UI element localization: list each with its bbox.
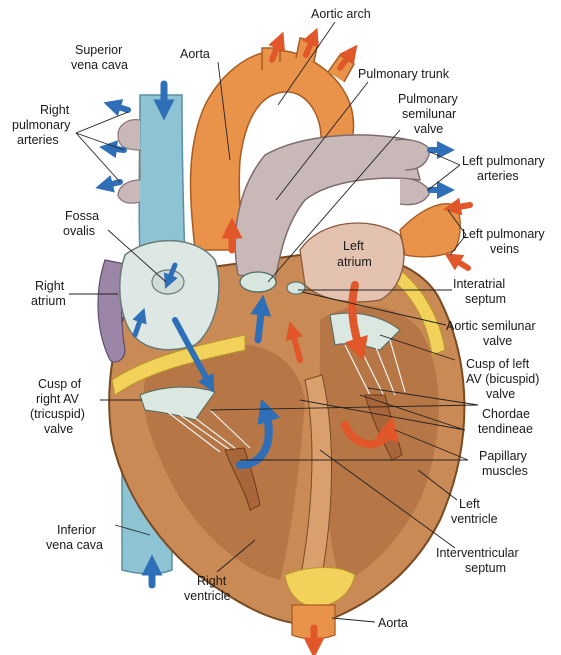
arrow-rpa-3 xyxy=(104,182,120,186)
label-right-ventricle-2: ventricle xyxy=(184,589,231,603)
label-aortic-semilunar-valve: Aortic semilunar xyxy=(446,319,536,333)
label-right-pulmonary-arteries-2: pulmonary xyxy=(12,118,71,132)
label-inferior-vena-cava-2: vena cava xyxy=(46,538,103,552)
label-papillary-muscles: Papillary xyxy=(479,449,528,463)
label-pulmonary-semilunar-valve-2: semilunar xyxy=(402,107,456,121)
label-aortic-arch: Aortic arch xyxy=(311,7,371,21)
arrow-rpa-1 xyxy=(112,105,128,110)
label-left-pulmonary-veins: Left pulmonary xyxy=(462,227,545,241)
arrow-rv-up xyxy=(258,305,262,340)
label-interventricular-septum: Interventricular xyxy=(436,546,519,560)
label-left-pulmonary-veins-2: veins xyxy=(490,242,519,256)
label-left-ventricle-2: ventricle xyxy=(451,512,498,526)
label-fossa-ovalis-2: ovalis xyxy=(63,224,95,238)
label-pulmonary-trunk: Pulmonary trunk xyxy=(358,67,450,81)
label-superior-vena-cava-2: vena cava xyxy=(71,58,128,72)
label-cusp-right-av-2: right AV xyxy=(36,392,80,406)
label-left-ventricle: Left xyxy=(459,497,480,511)
label-aorta-top: Aorta xyxy=(180,47,210,61)
label-aorta-bottom: Aorta xyxy=(378,616,408,630)
pulmonary-semilunar-valve xyxy=(240,272,276,292)
label-cusp-right-av-4: valve xyxy=(44,422,73,436)
label-left-pulmonary-arteries: Left pulmonary xyxy=(462,154,545,168)
label-interatrial-septum: Interatrial xyxy=(453,277,505,291)
label-pulmonary-semilunar-valve: Pulmonary xyxy=(398,92,458,106)
left-pulmonary-veins xyxy=(400,204,460,257)
label-chordae-tendineae: Chordae xyxy=(482,407,530,421)
label-cusp-right-av-3: (tricuspid) xyxy=(30,407,85,421)
label-cusp-left-av-3: valve xyxy=(486,387,515,401)
label-superior-vena-cava: Superior xyxy=(75,43,122,57)
label-cusp-right-av: Cusp of xyxy=(38,377,82,391)
arrow-lpv-1 xyxy=(452,205,470,208)
label-right-atrium-2: atrium xyxy=(31,294,66,308)
label-fossa-ovalis: Fossa xyxy=(65,209,99,223)
label-papillary-muscles-2: muscles xyxy=(482,464,528,478)
superior-vena-cava xyxy=(139,95,185,260)
label-cusp-left-av-2: AV (bicuspid) xyxy=(466,372,539,386)
label-right-pulmonary-arteries-3: arteries xyxy=(17,133,59,147)
label-left-atrium-2: atrium xyxy=(337,255,372,269)
label-chordae-tendineae-2: tendineae xyxy=(478,422,533,436)
label-right-ventricle: Right xyxy=(197,574,227,588)
label-aortic-semilunar-valve-2: valve xyxy=(483,334,512,348)
label-pulmonary-semilunar-valve-3: valve xyxy=(414,122,443,136)
arrow-lpv-2 xyxy=(452,258,468,268)
label-left-pulmonary-arteries-2: arteries xyxy=(477,169,519,183)
label-inferior-vena-cava: Inferior xyxy=(57,523,96,537)
right-pulmonary-arteries xyxy=(118,120,140,203)
label-interatrial-septum-2: septum xyxy=(465,292,506,306)
label-cusp-left-av: Cusp of left xyxy=(466,357,530,371)
label-right-pulmonary-arteries: Right xyxy=(40,103,70,117)
label-left-atrium: Left xyxy=(343,239,364,253)
label-right-atrium: Right xyxy=(35,279,65,293)
label-interventricular-septum-2: septum xyxy=(465,561,506,575)
